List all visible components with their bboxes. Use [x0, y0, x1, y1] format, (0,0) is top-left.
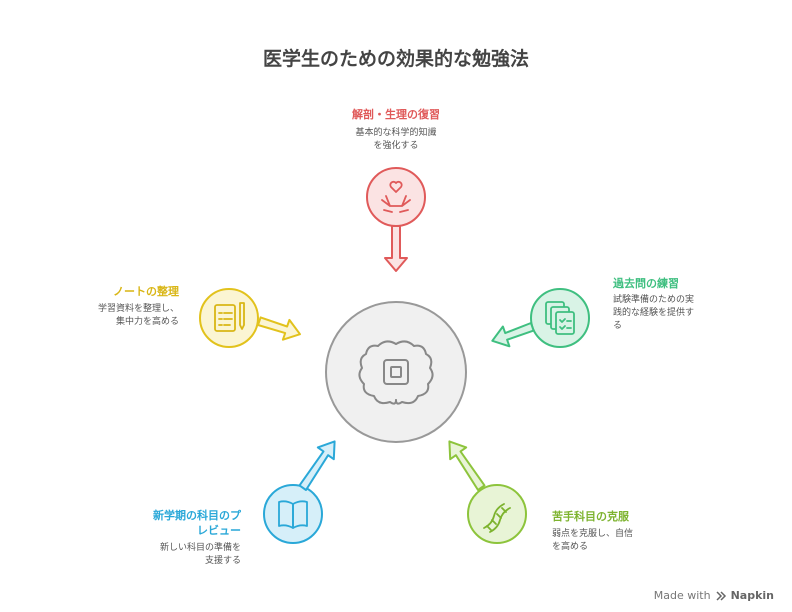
left-node-desc-line1: 学習資料を整理し、: [97, 304, 179, 314]
right-node-desc-line1: 試験準備のための実: [613, 295, 695, 305]
bottom-right-node-desc-line2: を高める: [552, 542, 589, 552]
left-node-title: ノートの整理: [113, 285, 179, 298]
left-node-circle[interactable]: [199, 288, 259, 348]
top-node-desc-line1: 基本的な科学的知識: [355, 128, 437, 138]
notes-pen-icon: [214, 302, 245, 332]
bottom-left-node-desc-line2: 支援する: [204, 556, 241, 566]
top-node-title: 解剖・生理の復習: [352, 108, 440, 121]
top-node-desc-line2: を強化する: [373, 141, 419, 151]
footer-attribution: Made with Napkin: [654, 589, 774, 602]
right-node-desc-line3: る: [613, 321, 623, 331]
bottom-right-node-desc-line1: 弱点を克服し、自信: [552, 529, 634, 539]
bottom-left-node-title-line1: 新学期の科目のプ: [153, 509, 241, 522]
left-arrow: [257, 316, 301, 341]
brain-chip-icon: [358, 340, 434, 405]
right-arrow: [491, 322, 535, 348]
napkin-brand-text: Napkin: [730, 589, 774, 602]
right-node-title: 過去問の練習: [613, 277, 679, 290]
diagram-title: 医学生のための効果的な勉強法: [262, 48, 529, 70]
heart-hands-icon: [381, 180, 411, 213]
made-with-text: Made with: [653, 589, 711, 602]
bottom-right-arrow: [448, 440, 486, 491]
right-node-desc-line2: 践的な経験を提供す: [613, 308, 695, 318]
top-arrow: [384, 225, 408, 272]
bottom-right-node-title: 苦手科目の克服: [552, 510, 629, 523]
bottom-left-node-desc-line1: 新しい科目の準備を: [159, 543, 241, 553]
bottom-left-arrow: [298, 440, 336, 491]
documents-icon: [545, 301, 575, 335]
dna-icon: [483, 503, 511, 533]
napkin-logo-icon: [716, 590, 726, 601]
top-node-circle[interactable]: [366, 167, 426, 227]
left-node-desc-line2: 集中力を高める: [115, 317, 179, 327]
open-book-icon: [278, 500, 308, 529]
bottom-left-node-title-line2: レビュー: [197, 524, 241, 537]
